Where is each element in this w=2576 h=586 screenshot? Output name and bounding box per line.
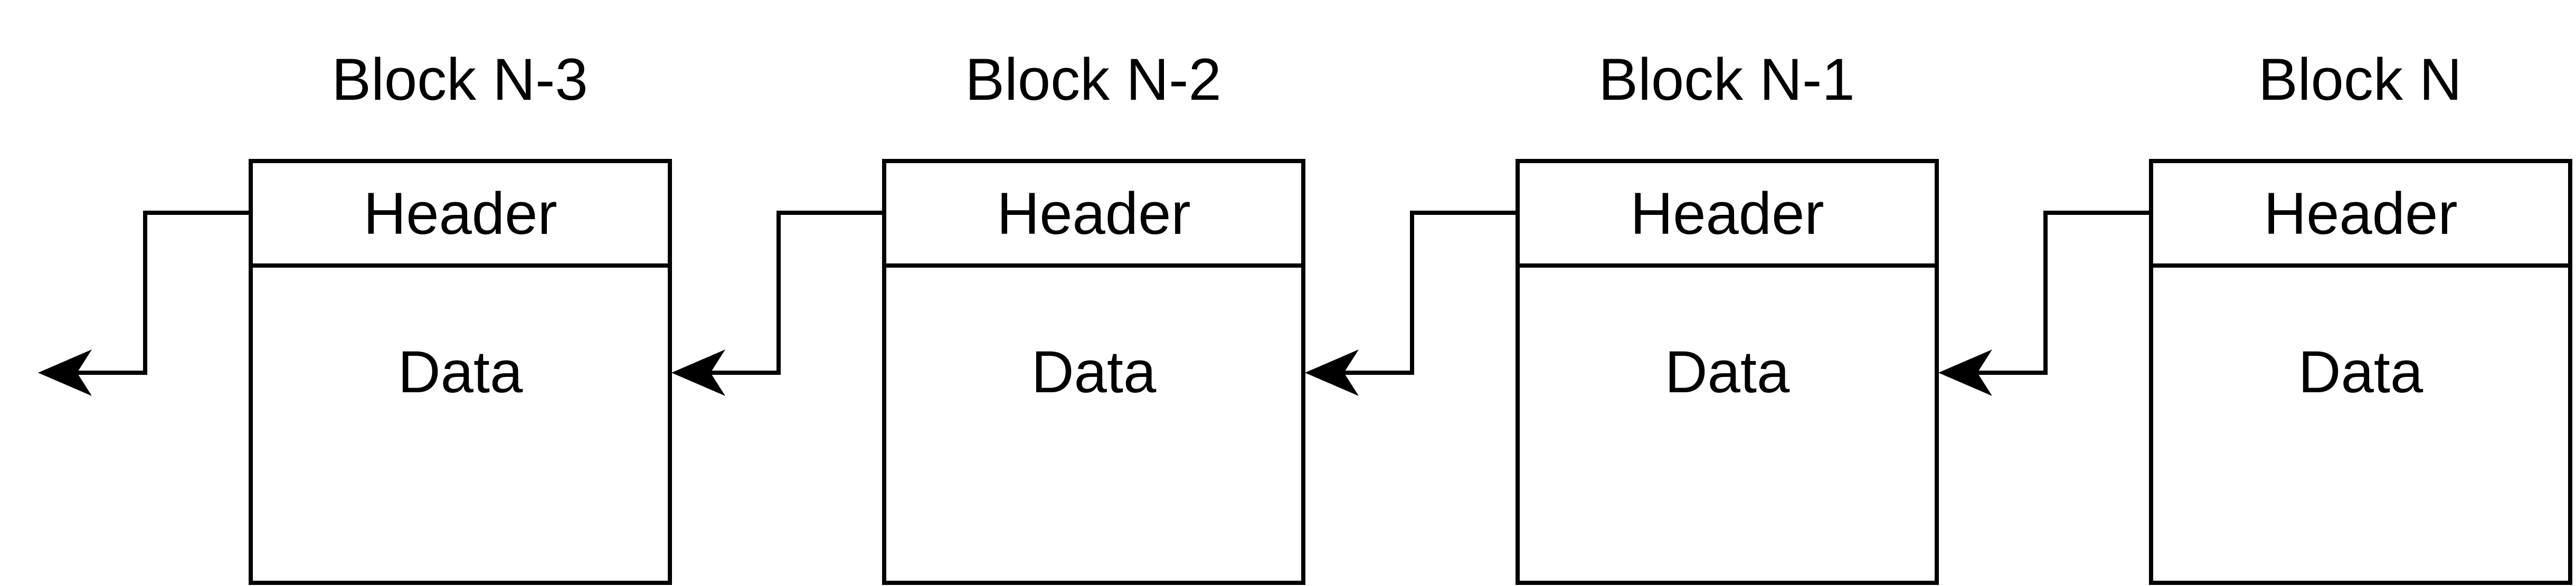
connector-arrow-n-2-to-n-3 (671, 211, 882, 396)
block-header: Header (253, 163, 668, 268)
block-title: Block N (2258, 46, 2462, 112)
connector-arrow-n-1-to-n-2 (1305, 211, 1516, 396)
block-n-3: Header Data (249, 159, 672, 585)
block-n-2: Header Data (882, 159, 1305, 585)
connector-arrow-n-to-n-1 (1938, 211, 2149, 396)
block-n: Header Data (2149, 159, 2572, 585)
block-header: Header (1520, 163, 1935, 268)
block-data: Data (1031, 339, 1157, 405)
block-n-1: Header Data (1516, 159, 1939, 585)
block-title: Block N-3 (332, 46, 588, 112)
block-header: Header (886, 163, 1301, 268)
block-title: Block N-2 (965, 46, 1221, 112)
block-data: Data (397, 339, 523, 405)
block-header: Header (2153, 163, 2568, 268)
block-data: Data (1664, 339, 1790, 405)
block-data: Data (2298, 339, 2423, 405)
connector-arrow-n-3-to-previous (38, 211, 249, 396)
block-title: Block N-1 (1598, 46, 1855, 112)
